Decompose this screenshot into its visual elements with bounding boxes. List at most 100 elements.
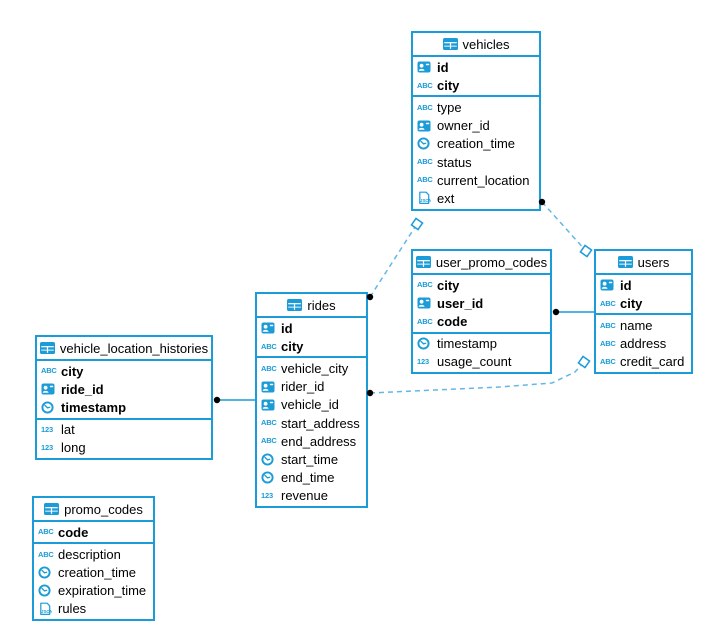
text-type-icon: ABC (600, 338, 616, 348)
id-type-icon (261, 322, 275, 334)
table-icon (415, 256, 431, 268)
text-type-icon: ABC (417, 280, 433, 290)
relation-dot-marker (552, 308, 560, 316)
column-type-icon-cell: ABC (600, 340, 620, 348)
column-row-timestamp[interactable]: timestamp (37, 398, 211, 416)
column-name: ext (437, 190, 455, 206)
column-type-icon-cell: ABC (600, 300, 620, 308)
id-type-icon (41, 383, 55, 395)
column-row-ride_id[interactable]: ride_id (37, 380, 211, 398)
table-header[interactable]: vehicle_location_histories (37, 337, 211, 361)
column-type-icon-cell: ABC (417, 318, 437, 326)
time-type-icon (41, 401, 54, 414)
column-type-icon-cell: ABC (417, 176, 437, 184)
column-row-rider_id[interactable]: rider_id (257, 378, 366, 396)
text-type-icon: ABC (38, 549, 54, 559)
column-row-end_address[interactable]: ABC end_address (257, 432, 366, 450)
column-type-icon-cell: 123 (261, 492, 281, 500)
relation-vehicles-users[interactable] (541, 201, 587, 252)
column-row-id[interactable]: id (413, 58, 539, 76)
time-type-icon (38, 584, 51, 597)
time-type-icon (417, 137, 430, 150)
table-header[interactable]: vehicles (413, 33, 539, 57)
id-type-icon (417, 297, 431, 309)
column-type-icon-cell: ABC (417, 281, 437, 289)
table-icon (442, 38, 458, 50)
table-header[interactable]: rides (257, 294, 366, 318)
column-row-owner_id[interactable]: owner_id (413, 117, 539, 135)
column-row-end_time[interactable]: end_time (257, 469, 366, 487)
column-row-vehicle_id[interactable]: vehicle_id (257, 396, 366, 414)
column-row-user_id[interactable]: user_id (413, 294, 550, 312)
column-type-icon-cell: 123 (417, 358, 437, 366)
column-row-rules[interactable]: JSON rules (34, 600, 153, 618)
column-name: usage_count (437, 354, 512, 370)
column-row-expiration_time[interactable]: expiration_time (34, 582, 153, 600)
relation-rides-vehicles[interactable] (369, 223, 418, 298)
column-name: ride_id (61, 381, 104, 397)
column-type-icon-cell: ABC (38, 551, 58, 559)
column-name: end_address (281, 433, 357, 449)
table-header[interactable]: users (596, 251, 691, 275)
table-header[interactable]: user_promo_codes (413, 251, 550, 275)
column-type-icon-cell (261, 322, 281, 334)
column-row-id[interactable]: id (257, 319, 366, 337)
column-row-creation_time[interactable]: creation_time (34, 563, 153, 581)
id-type-icon (417, 61, 431, 73)
column-row-id[interactable]: id (596, 276, 691, 294)
column-name: city (437, 77, 460, 93)
text-type-icon: ABC (261, 436, 277, 446)
column-type-icon-cell (261, 471, 281, 484)
column-type-icon-cell (417, 337, 437, 350)
table-title: vehicle_location_histories (59, 340, 209, 356)
numeric-type-icon: 123 (41, 443, 53, 453)
column-row-timestamp[interactable]: timestamp (413, 335, 550, 353)
column-row-creation_time[interactable]: creation_time (413, 135, 539, 153)
column-type-icon-cell: 123 (41, 444, 61, 452)
column-name: rules (58, 601, 87, 617)
column-type-icon-cell (417, 137, 437, 150)
column-name: id (620, 277, 632, 293)
table-header[interactable]: promo_codes (34, 498, 153, 522)
column-type-icon-cell (417, 297, 437, 309)
column-name: creation_time (437, 136, 516, 152)
svg-text:JSON: JSON (41, 609, 52, 614)
column-name: type (437, 99, 462, 115)
column-name: vehicle_city (281, 360, 349, 376)
column-type-icon-cell (38, 566, 58, 579)
relation-diamond-marker (410, 217, 424, 231)
time-type-icon (261, 453, 274, 466)
column-row-start_time[interactable]: start_time (257, 450, 366, 468)
